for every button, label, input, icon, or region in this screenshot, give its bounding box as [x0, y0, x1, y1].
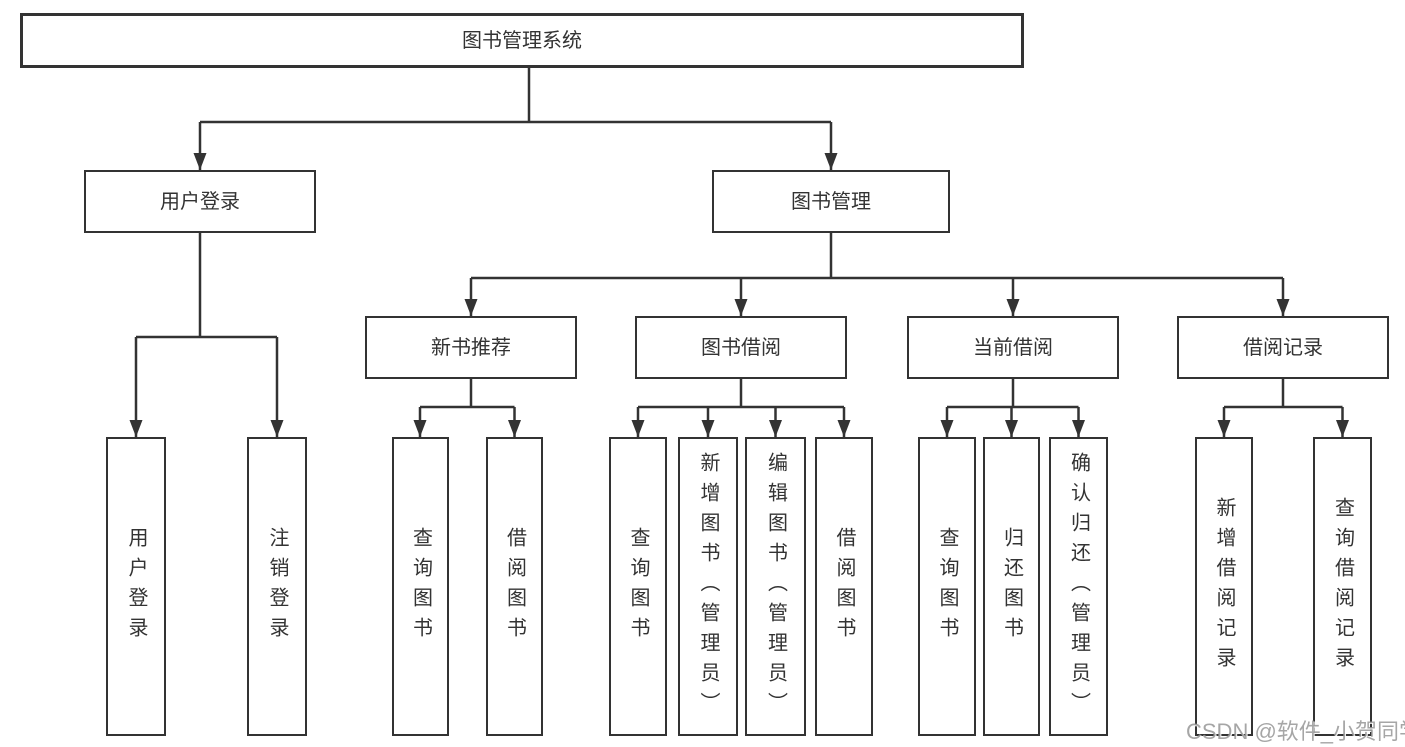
leaf-logout: 注销登录	[247, 437, 307, 736]
node-borrow-records: 借阅记录	[1177, 316, 1389, 379]
node-current-borrow: 当前借阅	[907, 316, 1119, 379]
leaf-borrow-borrow-book: 借阅图书	[815, 437, 873, 736]
leaf-borrow-query-book: 查询图书	[609, 437, 667, 736]
leaf-current-confirm-return-admin: 确认归还（管理员）	[1049, 437, 1108, 736]
leaf-records-add-record: 新增借阅记录	[1195, 437, 1253, 736]
leaf-newrec-query-book: 查询图书	[392, 437, 449, 736]
node-new-book-recommend: 新书推荐	[365, 316, 577, 379]
leaf-borrow-edit-book-admin: 编辑图书（管理员）	[745, 437, 806, 736]
node-user-login: 用户登录	[84, 170, 316, 233]
leaf-records-query-record: 查询借阅记录	[1313, 437, 1372, 736]
leaf-borrow-add-book-admin: 新增图书（管理员）	[678, 437, 738, 736]
node-book-management: 图书管理	[712, 170, 950, 233]
node-root: 图书管理系统	[20, 13, 1024, 68]
csdn-watermark: CSDN @软件_小贺同学	[1186, 719, 1405, 744]
leaf-newrec-borrow-book: 借阅图书	[486, 437, 543, 736]
leaf-current-return-book: 归还图书	[983, 437, 1040, 736]
leaf-user-login: 用户登录	[106, 437, 166, 736]
leaf-current-query-book: 查询图书	[918, 437, 976, 736]
node-book-borrow: 图书借阅	[635, 316, 847, 379]
